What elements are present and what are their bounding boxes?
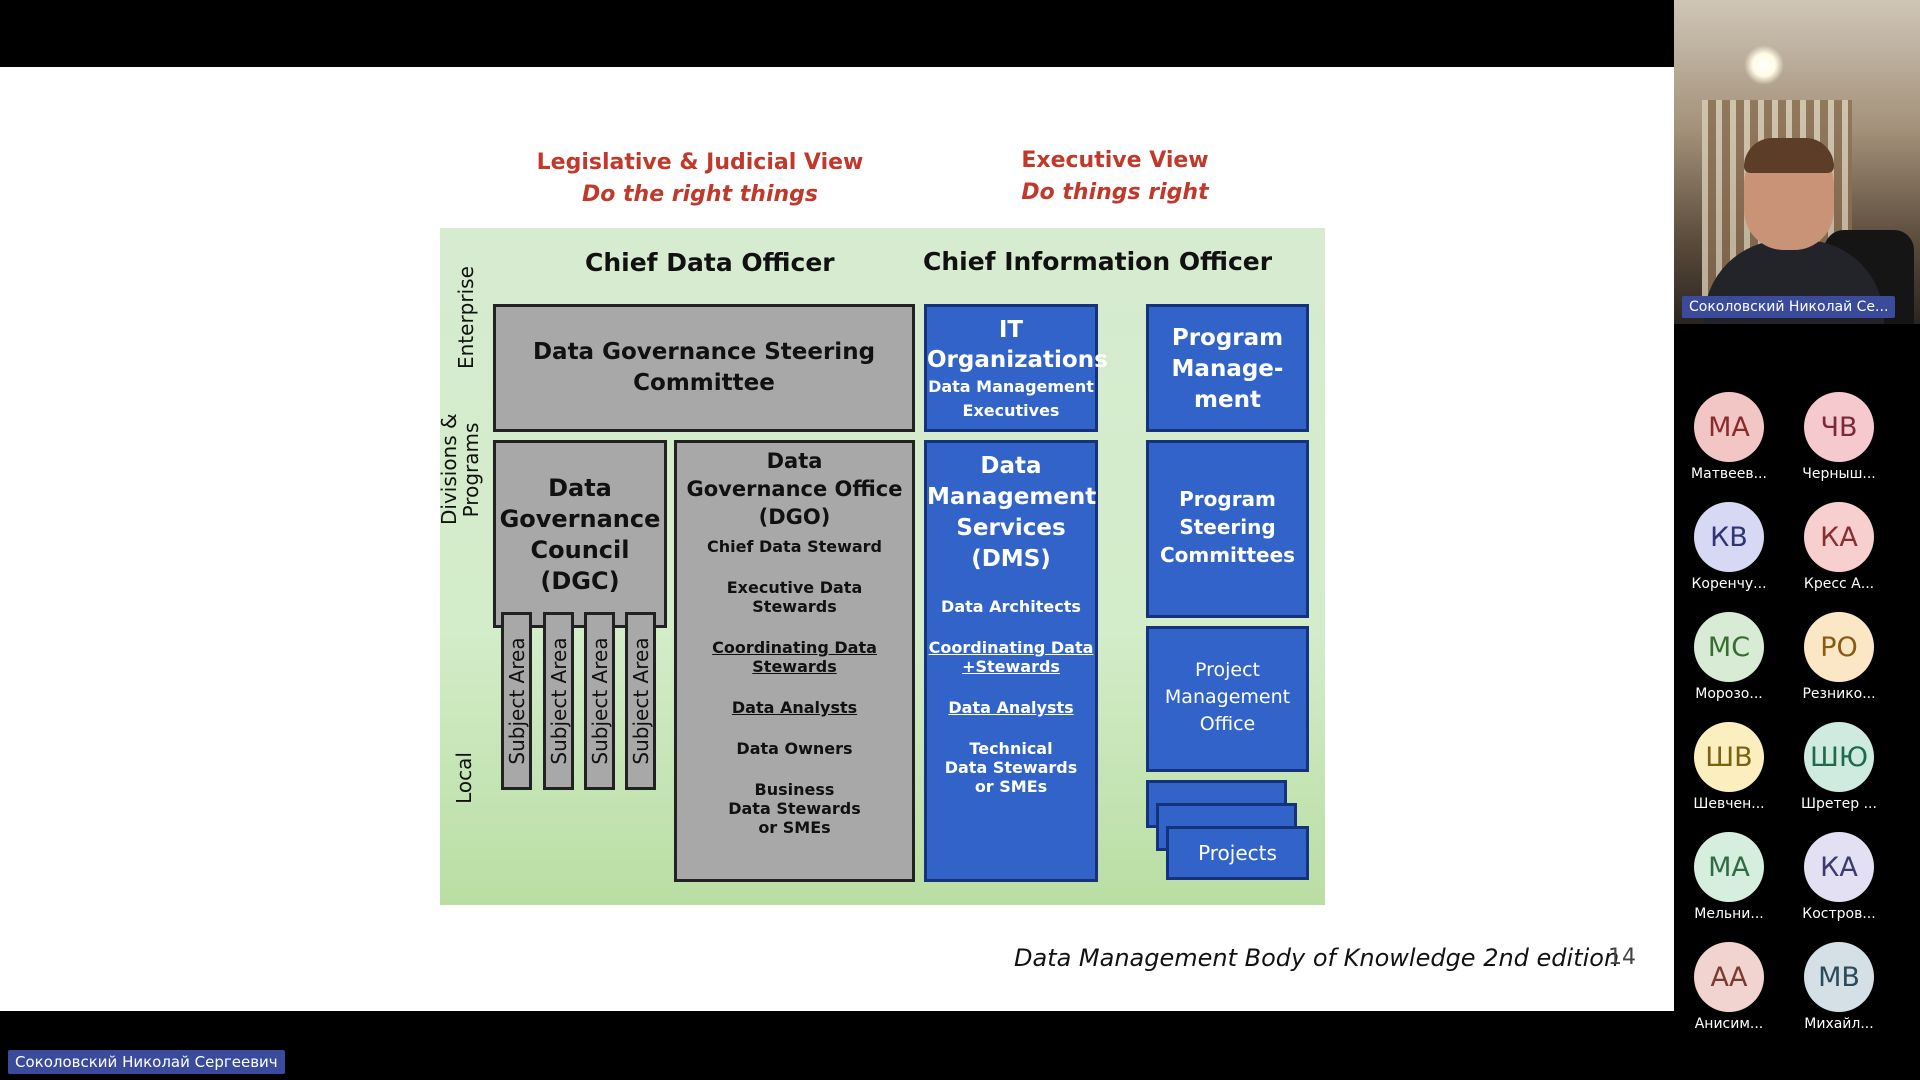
avatar: ЧВ	[1804, 392, 1874, 462]
avatar: МВ	[1804, 942, 1874, 1012]
participant[interactable]: КА Кресс А...	[1784, 502, 1894, 592]
participant[interactable]: МА Мельни...	[1674, 832, 1784, 922]
dgsc-box: Data Governance Steering Committee	[493, 304, 915, 432]
avatar: РО	[1804, 612, 1874, 682]
cio-heading: Chief Information Officer	[923, 247, 1273, 276]
avatar: МС	[1694, 612, 1764, 682]
projects-box: Projects	[1166, 826, 1309, 880]
avatar: МА	[1694, 392, 1764, 462]
slide-number: 14	[1608, 945, 1636, 970]
it-organizations-box: IT Organizations Data Management Executi…	[924, 304, 1108, 432]
participant[interactable]: ШВ Шевчен...	[1674, 722, 1784, 812]
participant[interactable]: МС Морозо...	[1674, 612, 1784, 702]
shared-slide: Legislative & Judicial View Do the right…	[0, 67, 1674, 1011]
dgo-chief-data-steward: Chief Data Steward	[706, 537, 883, 556]
participant[interactable]: АА Анисим...	[1674, 942, 1784, 1032]
pmo-box: Project Management Office	[1146, 626, 1309, 772]
avatar: КВ	[1694, 502, 1764, 572]
avatar: ШЮ	[1804, 722, 1874, 792]
avatar: МА	[1694, 832, 1764, 902]
dgo-box: Data Governance Office (DGO) Chief Data …	[674, 440, 915, 882]
subject-area-1: Subject Area	[501, 612, 532, 790]
program-steering-box: Program Steering Committees	[1146, 440, 1309, 618]
participant[interactable]: РО Резнико...	[1784, 612, 1894, 702]
source-citation: Data Management Body of Knowledge 2nd ed…	[1014, 944, 1620, 972]
participant[interactable]: МВ Михайл...	[1784, 942, 1894, 1032]
participant[interactable]: ЧВ Черныш...	[1784, 392, 1894, 482]
avatar: АА	[1694, 942, 1764, 1012]
subject-area-2: Subject Area	[543, 612, 574, 790]
participants-panel: МА Матвеев... ЧВ Черныш... КВ Коренчу...…	[1674, 324, 1920, 1080]
divisions-programs-label: Divisions & Programs	[437, 413, 483, 525]
executive-view-title: Executive View Do things right	[1021, 148, 1209, 205]
subject-area-4: Subject Area	[625, 612, 656, 790]
avatar: КА	[1804, 832, 1874, 902]
program-management-box: Program Manage- ment	[1146, 304, 1309, 432]
participant[interactable]: КВ Коренчу...	[1674, 502, 1784, 592]
participant[interactable]: ШЮ Шретер ...	[1784, 722, 1894, 812]
local-label: Local	[452, 752, 476, 804]
governance-diagram: Chief Data Officer Chief Information Off…	[437, 228, 1325, 905]
subject-area-3: Subject Area	[584, 612, 615, 790]
enterprise-label: Enterprise	[454, 266, 478, 369]
dms-box: Data Management Services (DMS) Data Arch…	[924, 440, 1098, 882]
video-name-tag: Соколовский Николай Се...	[1682, 296, 1896, 318]
presenter-hair	[1744, 138, 1834, 173]
cdo-heading: Chief Data Officer	[585, 248, 835, 277]
participant[interactable]: МА Матвеев...	[1674, 392, 1784, 482]
avatar: ШВ	[1694, 722, 1764, 792]
avatar: КА	[1804, 502, 1874, 572]
dgc-box: Data Governance Council (DGC)	[493, 440, 667, 628]
legislative-view-title: Legislative & Judicial View Do the right…	[536, 150, 864, 207]
presenter-video[interactable]: Соколовский Николай Се...	[1674, 0, 1920, 324]
ceiling-lamp	[1744, 45, 1784, 85]
participant[interactable]: КА Костров...	[1784, 832, 1894, 922]
presenter-name-tag: Соколовский Николай Сергеевич	[8, 1050, 285, 1074]
